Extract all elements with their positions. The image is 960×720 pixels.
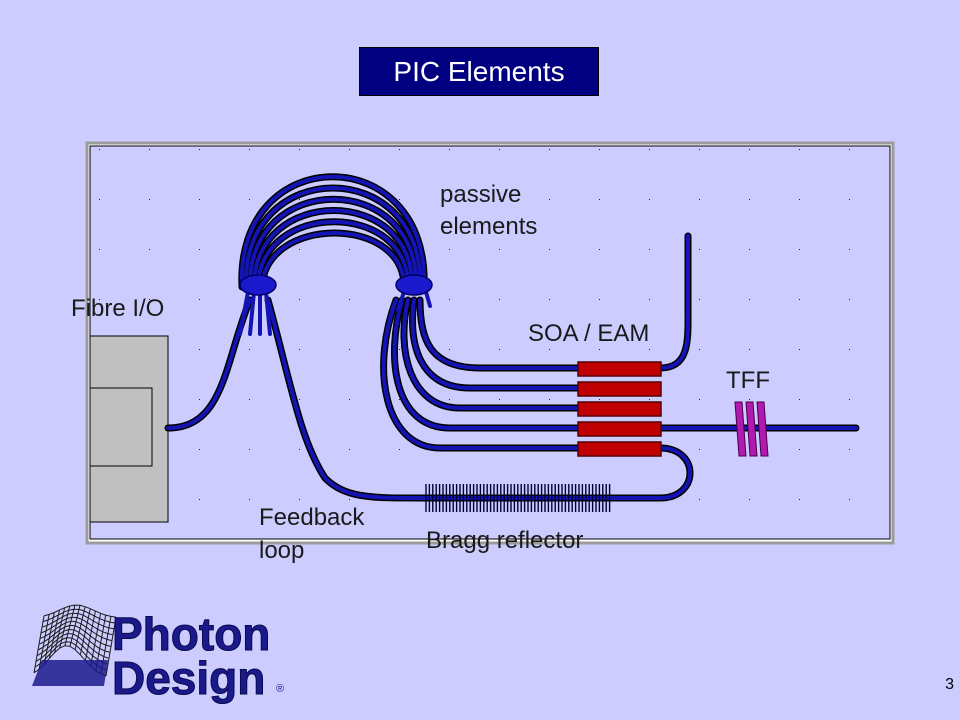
logo-word-design: Design: [112, 652, 265, 704]
wave-mesh-icon: [32, 604, 117, 686]
label-bragg: Bragg reflector: [426, 527, 583, 554]
mmi-coupler-left: [239, 274, 277, 296]
waveguides: [166, 174, 858, 500]
soa-eam-array: [577, 361, 662, 457]
tff-filters: [734, 401, 769, 457]
label-tff: TFF: [726, 367, 770, 394]
mmi-coupler-right: [395, 274, 433, 296]
fibre-connector: [89, 335, 169, 523]
label-passive-1: passive: [440, 181, 521, 208]
logo-registered-mark: ®: [276, 683, 284, 695]
photon-design-logo: Photon Design ®: [32, 604, 284, 705]
label-passive-2: elements: [440, 213, 537, 240]
label-feedback-1: Feedback: [259, 504, 365, 531]
fanout-stubs: [238, 290, 432, 336]
slide-title: PIC Elements: [359, 47, 599, 96]
bragg-grating: [425, 484, 611, 512]
label-feedback-2: loop: [259, 537, 304, 564]
slide-number: 3: [945, 676, 954, 693]
label-soa-eam: SOA / EAM: [528, 320, 649, 347]
chip-grid: [90, 146, 890, 539]
label-fibre-io: Fibre I/O: [71, 295, 164, 322]
logo-word-photon: Photon: [112, 608, 270, 660]
